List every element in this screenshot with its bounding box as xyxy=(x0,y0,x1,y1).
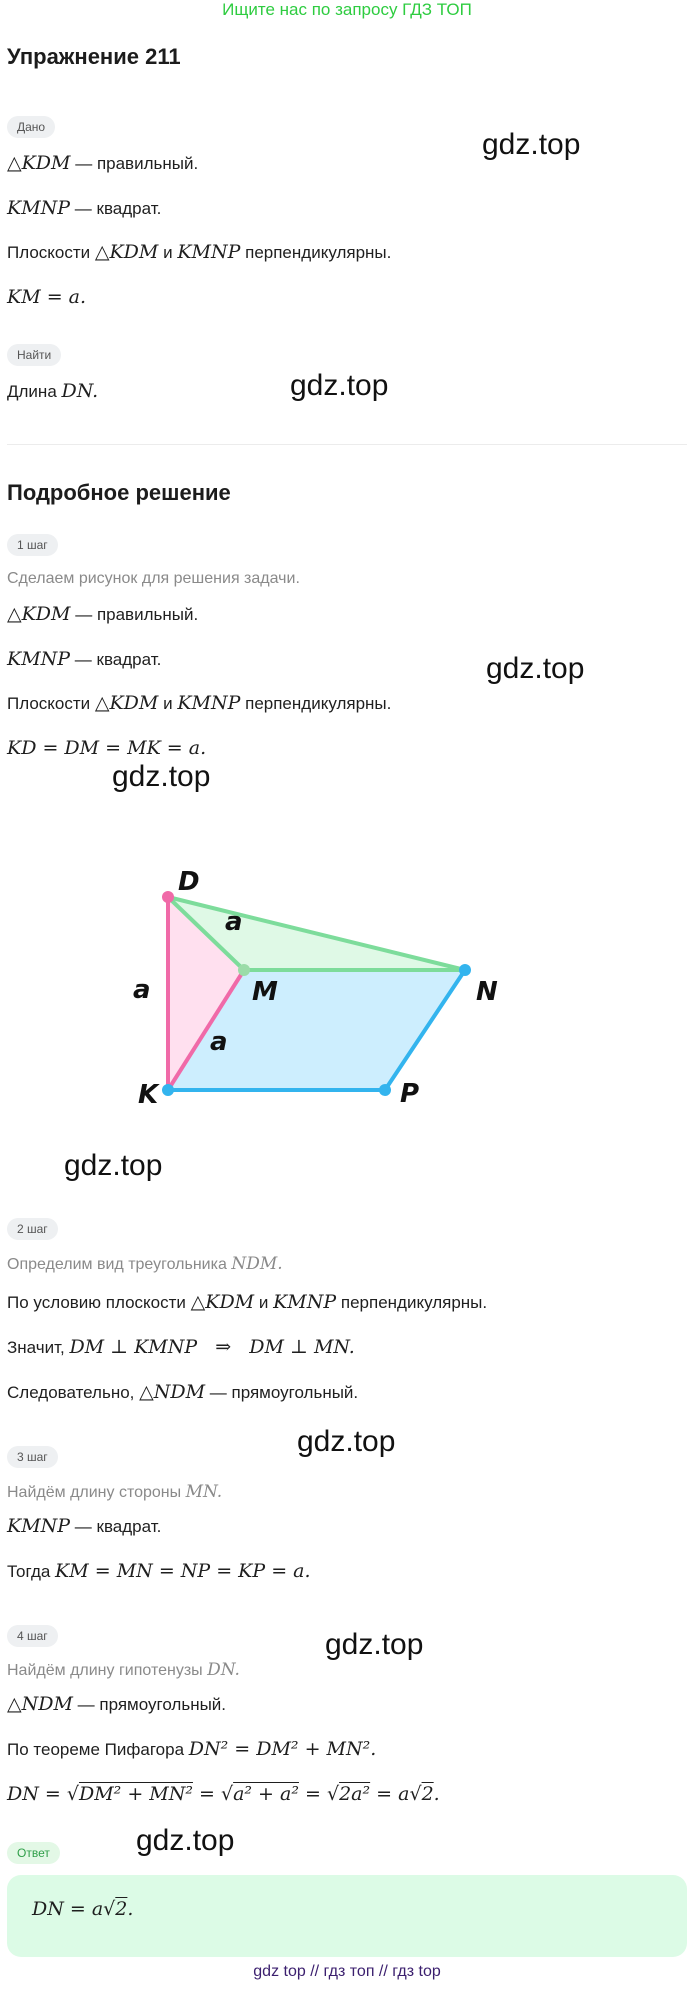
step2-line-3: Следовательно, △NDM — прямоугольный. xyxy=(7,1381,359,1403)
watermark: gdz.top xyxy=(290,369,389,402)
watermark: gdz.top xyxy=(64,1149,163,1182)
watermark: gdz.top xyxy=(482,128,581,161)
given-line-1: △KDM — правильный. xyxy=(7,152,199,174)
step4-line-3: DN = √DM² + MN² = √a² + a² = √2a² = a√2. xyxy=(7,1783,440,1805)
solution-title: Подробное решение xyxy=(7,480,231,505)
edge-dm xyxy=(166,895,246,972)
geometry-figure: D M N K P a a a xyxy=(133,867,498,1110)
find-badge: Найти xyxy=(7,344,62,366)
label-n: N xyxy=(476,977,498,1007)
point-p xyxy=(379,1084,391,1096)
step1-line-1: △KDM — правильный. xyxy=(7,603,199,625)
step1-badge: 1 шаг xyxy=(7,534,58,556)
label-p: P xyxy=(400,1079,419,1109)
given-badge: Дано xyxy=(7,116,56,138)
watermark: gdz.top xyxy=(112,760,211,793)
step1-line-2: KMNP — квадрат. xyxy=(7,648,162,670)
step1-hint: Сделаем рисунок для решения задачи. xyxy=(7,570,300,587)
step3-line-1: KMNP — квадрат. xyxy=(7,1515,162,1537)
step3-line-2: Тогда KM = MN = NP = KP = a. xyxy=(7,1560,311,1582)
page-title: Упражнение 211 xyxy=(7,44,181,69)
given-line-2: KMNP — квадрат. xyxy=(7,197,162,219)
label-k: K xyxy=(138,1080,160,1110)
find-line: Длина DN. xyxy=(7,380,99,402)
label-a-dm: a xyxy=(225,907,243,937)
step3-hint: Найдём длину стороны MN. xyxy=(7,1482,223,1502)
step2-line-1: По условию плоскости △KDM и KMNP перпенд… xyxy=(7,1291,488,1313)
label-a-dk: a xyxy=(133,975,151,1005)
step1-line-4: KD = DM = MK = a. xyxy=(7,737,207,759)
point-n xyxy=(459,964,471,976)
step4-badge: 4 шаг xyxy=(7,1625,58,1647)
edge-km xyxy=(166,968,246,1092)
watermark: gdz.top xyxy=(486,652,585,685)
edge-np xyxy=(383,968,467,1092)
label-a-km: a xyxy=(210,1027,228,1057)
step4-line-1: △NDM — прямоугольный. xyxy=(7,1693,227,1715)
step1-line-3: Плоскости △KDM и KMNP перпендикулярны. xyxy=(7,692,392,714)
answer-text: DN = a√2. xyxy=(32,1898,134,1920)
step4-line-2: По теореме Пифагора DN² = DM² + MN². xyxy=(7,1738,377,1760)
watermark: gdz.top xyxy=(297,1425,396,1458)
label-m: M xyxy=(252,977,278,1007)
divider xyxy=(7,444,687,445)
footer-links[interactable]: gdz top // гдз топ // гдз top xyxy=(253,1963,441,1980)
label-d: D xyxy=(178,867,200,897)
answer-box xyxy=(7,1875,687,1957)
step2-line-2: Значит, DM ⊥ KMNP ⇒ DM ⊥ MN. xyxy=(7,1336,355,1358)
edge-dn xyxy=(167,895,466,972)
step2-badge: 2 шаг xyxy=(7,1218,58,1240)
step3-badge: 3 шаг xyxy=(7,1446,58,1468)
step4-hint: Найдём длину гипотенузы DN. xyxy=(7,1660,240,1680)
answer-badge: Ответ xyxy=(7,1842,60,1864)
watermark: gdz.top xyxy=(136,1824,235,1857)
step2-hint: Определим вид треугольника NDM. xyxy=(7,1254,283,1274)
given-line-3: Плоскости △KDM и KMNP перпендикулярны. xyxy=(7,241,392,263)
square-kmnp-face xyxy=(168,970,465,1090)
point-k xyxy=(162,1084,174,1096)
watermark: gdz.top xyxy=(325,1628,424,1661)
point-m xyxy=(238,964,250,976)
given-line-4: KM = a. xyxy=(7,286,87,308)
search-banner: Ищите нас по запросу ГДЗ ТОП xyxy=(222,0,472,19)
point-d xyxy=(162,891,174,903)
triangle-kdm-face xyxy=(168,897,244,1090)
